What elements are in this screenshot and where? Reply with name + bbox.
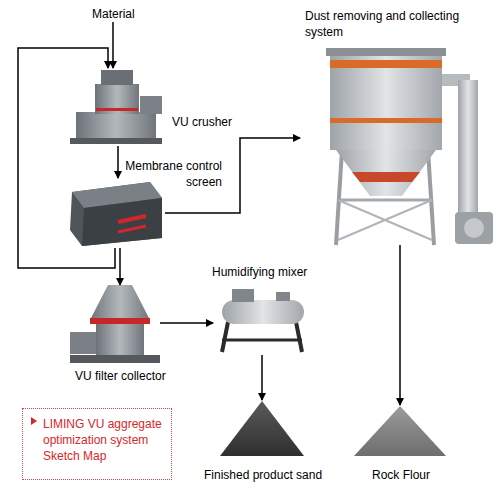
screen-body xyxy=(70,182,162,246)
orange-stripe xyxy=(330,118,442,123)
mixer-leg xyxy=(222,322,228,352)
flow-arrow xyxy=(119,248,121,285)
crusher-base xyxy=(76,112,156,142)
hopper-stripe xyxy=(352,172,420,182)
mixer-illustration xyxy=(222,289,304,352)
flow-arrow xyxy=(261,355,263,400)
fan xyxy=(455,212,493,244)
mixer-drum xyxy=(222,300,304,324)
crusher-side-motor xyxy=(140,96,162,114)
leg xyxy=(428,150,434,245)
screen-node: Membrane control screen xyxy=(65,178,165,248)
flow-arrow xyxy=(18,48,115,268)
mixer-node: Humidifying mixer xyxy=(213,285,308,355)
duct xyxy=(458,80,478,220)
flow-arrow xyxy=(117,146,119,178)
node-label: Humidifying mixer xyxy=(212,264,332,280)
node-label: VU crusher xyxy=(172,114,252,130)
mixer-inlet xyxy=(276,292,290,301)
chamber-roof xyxy=(326,48,446,56)
flow-arrow xyxy=(112,22,114,68)
mixer-leg xyxy=(296,322,302,352)
legend-box: LIMING VU aggregate optimization system … xyxy=(22,408,172,480)
screen-red-mark xyxy=(118,216,146,222)
flour-pile xyxy=(354,406,446,456)
brace xyxy=(340,199,432,202)
collector-cone xyxy=(90,285,150,320)
product-pile-node: Finished product sand xyxy=(222,400,302,456)
mixer-brace xyxy=(222,339,302,342)
node-label: Dust removing and collecting system xyxy=(305,8,470,40)
flow-arrow xyxy=(160,322,213,324)
leg xyxy=(336,150,342,245)
brace xyxy=(338,200,432,240)
crusher-motor xyxy=(101,70,133,85)
flour-pile-node: Rock Flour xyxy=(355,405,445,456)
orange-stripe xyxy=(330,60,442,68)
screen-front xyxy=(82,198,162,246)
node-label: Rock Flour xyxy=(372,467,462,483)
collector-base xyxy=(70,355,160,363)
crusher-node: VU crusher xyxy=(65,68,165,146)
crusher-stripe xyxy=(96,108,138,111)
brace xyxy=(338,200,432,240)
filter-collector-node: VU filter collector xyxy=(68,285,160,367)
node-label: LIMING VU aggregate optimization system … xyxy=(43,416,167,464)
crusher-illustration xyxy=(70,70,162,144)
collector-band xyxy=(90,318,150,324)
red-triangle xyxy=(31,417,37,425)
node-label: Finished product sand xyxy=(204,467,334,483)
screen-red-mark xyxy=(118,226,146,232)
dust-system-node: Dust removing and collecting system xyxy=(300,45,495,245)
mixer-motor xyxy=(232,289,254,302)
sand-pile xyxy=(220,401,304,456)
filter-collector-illustration xyxy=(70,285,160,363)
hopper xyxy=(336,150,436,196)
node-label: VU filter collector xyxy=(75,368,195,384)
dust-system-illustration xyxy=(326,48,493,245)
node-label: Membrane control screen xyxy=(122,158,222,190)
filter-chamber xyxy=(330,50,442,150)
source-label: Material xyxy=(88,6,138,22)
crusher-foot xyxy=(70,138,162,144)
collector-motor xyxy=(70,332,96,354)
flow-arrow xyxy=(399,245,401,405)
fan-wheel xyxy=(464,218,484,238)
crusher-body xyxy=(95,84,139,114)
screen-illustration xyxy=(70,182,162,246)
flow-arrow xyxy=(165,138,300,213)
node-label: Material xyxy=(92,6,152,22)
collector-body xyxy=(96,324,144,356)
